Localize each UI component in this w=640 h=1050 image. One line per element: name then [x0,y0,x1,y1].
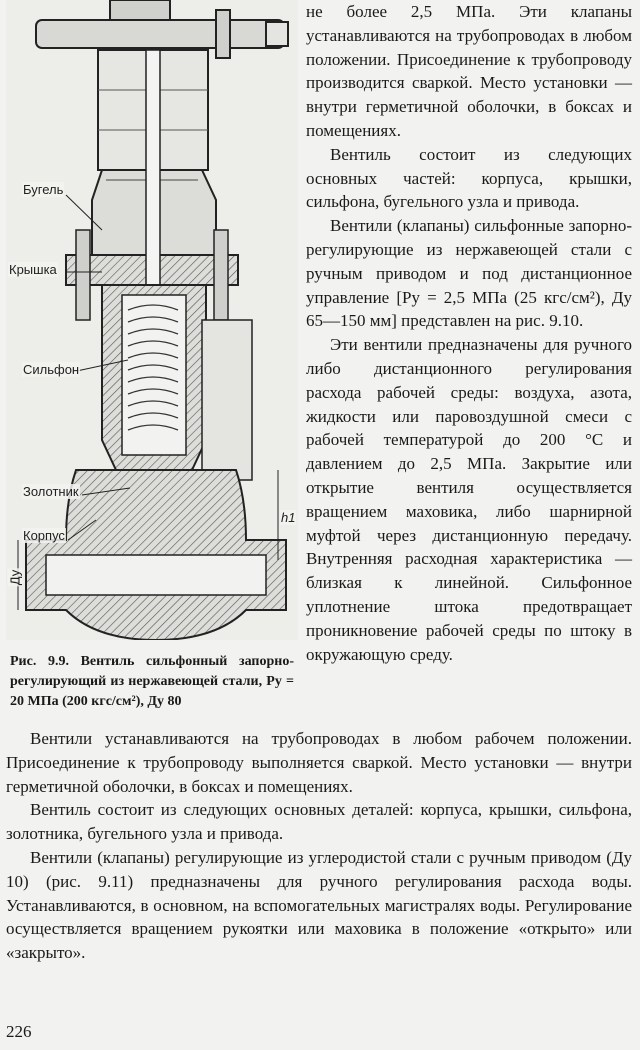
paragraph: Вентиль состоит из следующих основных ча… [306,144,632,212]
label-kryshka: Крышка [8,262,58,277]
paragraph: Эти вентили предназначены для ручного ли… [306,335,632,664]
valve-drawing: Бугель Крышка Сильфон Золотник Корпус Ду… [6,0,298,640]
paragraph: Вентили устанавливаются на трубопроводах… [6,729,632,796]
figure-caption: Рис. 9.9. Вентиль сильфонный запорно-рег… [10,654,294,709]
paragraph: Вентили (клапаны) сильфонные запорно-рег… [306,216,632,331]
label-h1: h1 [280,510,297,525]
label-bugel: Бугель [22,182,65,197]
paragraph: не более 2,5 МПа. Эти клапаны устанавлив… [306,2,632,140]
paragraph: Вентили (клапаны) регулирующие из углеро… [6,847,632,963]
full-width-text: Вентили устанавливаются на трубопроводах… [6,727,632,965]
valve-section-diagram [17,0,289,640]
label-korpus: Корпус [22,528,66,543]
page-number: 226 [6,1022,32,1041]
paragraph: Вентиль состоит из следующих основных де… [6,800,632,844]
label-du: Ду [7,568,23,587]
label-zolotnik: Золотник [22,484,80,499]
right-text-column: не более 2,5 МПа. Эти клапаны устанавлив… [306,0,632,666]
label-silfon: Сильфон [22,362,81,377]
